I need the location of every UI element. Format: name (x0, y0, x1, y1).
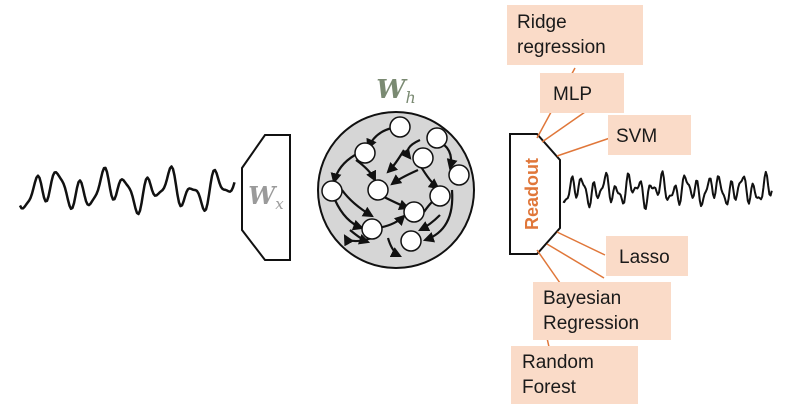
svg-text:SVM: SVM (616, 126, 657, 147)
output-signal-waveform (562, 170, 773, 210)
hidden-weight-label: Wh (376, 75, 416, 107)
svg-text:Bayesian: Bayesian (543, 288, 621, 309)
svg-text:Forest: Forest (522, 377, 577, 398)
svg-text:Ridge: Ridge (517, 12, 567, 33)
reservoir-node (361, 218, 383, 240)
ridge-regression-box: Ridge regression (507, 5, 643, 65)
lasso-box: Lasso (606, 236, 688, 276)
reservoir-node (400, 230, 422, 252)
svg-text:Lasso: Lasso (619, 247, 670, 268)
bayesian-regression-box: Bayesian Regression (533, 282, 671, 340)
readout-label: Readout (522, 158, 542, 230)
reservoir-node (426, 127, 448, 149)
reservoir-node (429, 185, 451, 207)
input-weight-block: Wx (241, 134, 291, 261)
input-signal-waveform (18, 165, 236, 216)
reservoir-node (448, 164, 470, 186)
readout-block: Readout (509, 133, 561, 255)
reservoir-node (321, 180, 343, 202)
input-weight-subscript: x (275, 195, 284, 213)
reservoir-node (412, 147, 434, 169)
reservoir-node (354, 142, 376, 164)
input-weight-symbol: W (248, 181, 277, 210)
svg-text:Wx: Wx (248, 181, 284, 213)
mlp-box: MLP (540, 73, 624, 113)
random-forest-box: Random Forest (511, 346, 638, 404)
reservoir-nodes (321, 116, 470, 252)
readout-model-boxes: Ridge regression MLP SVM Lasso Bayesian … (507, 5, 691, 404)
svm-box: SVM (608, 115, 691, 155)
svg-text:MLP: MLP (553, 84, 592, 105)
reservoir-node (389, 116, 411, 138)
reservoir (317, 111, 475, 269)
reservoir-node (403, 201, 425, 223)
svg-text:Random: Random (522, 352, 594, 373)
reservoir-node (367, 179, 389, 201)
svg-text:Regression: Regression (543, 313, 639, 334)
svg-text:regression: regression (517, 37, 606, 58)
